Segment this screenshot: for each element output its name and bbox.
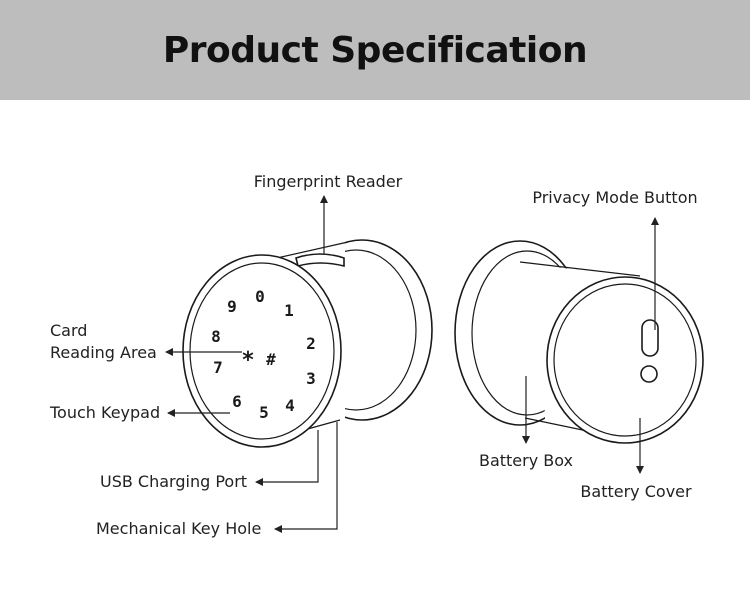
battery-cover-face <box>546 276 704 444</box>
keypad-digit-2: 2 <box>306 334 316 353</box>
keypad-digit-7: 7 <box>213 358 223 377</box>
fingerprint-reader-sensor <box>295 253 345 268</box>
label-key-hole: Mechanical Key Hole <box>96 519 261 538</box>
page-title: Product Specification <box>162 29 588 71</box>
label-card-line2: Reading Area <box>50 343 157 362</box>
keypad-digit-0: 0 <box>255 287 265 306</box>
arrow-usb-port <box>255 430 319 486</box>
keypad-digit-9: 9 <box>227 297 237 316</box>
annotations: Fingerprint Reader Card Reading Area Tou… <box>49 172 698 538</box>
keypad-star: * <box>241 348 254 373</box>
label-battery-box: Battery Box <box>479 451 573 470</box>
keypad-digit-1: 1 <box>284 301 294 320</box>
keypad-digit-6: 6 <box>232 392 242 411</box>
arrow-key-hole <box>274 422 338 533</box>
keypad-face <box>182 254 342 448</box>
front-lock-illustration: 0 1 2 3 4 5 6 7 8 9 * # <box>182 239 433 448</box>
title-banner: Product Specification <box>0 0 750 100</box>
label-fingerprint-reader: Fingerprint Reader <box>254 172 403 191</box>
privacy-mode-button <box>641 319 659 357</box>
back-lock-illustration <box>454 240 704 444</box>
keypad-hash: # <box>266 350 276 369</box>
keypad-digit-5: 5 <box>259 403 269 422</box>
privacy-indicator <box>640 365 658 383</box>
label-usb-port: USB Charging Port <box>100 472 247 491</box>
label-privacy-button: Privacy Mode Button <box>532 188 697 207</box>
label-touch-keypad: Touch Keypad <box>49 403 160 422</box>
label-battery-cover: Battery Cover <box>580 482 692 501</box>
label-card-line1: Card <box>50 321 87 340</box>
keypad-digit-8: 8 <box>211 327 221 346</box>
keypad-digit-3: 3 <box>306 369 316 388</box>
keypad-digit-4: 4 <box>285 396 295 415</box>
